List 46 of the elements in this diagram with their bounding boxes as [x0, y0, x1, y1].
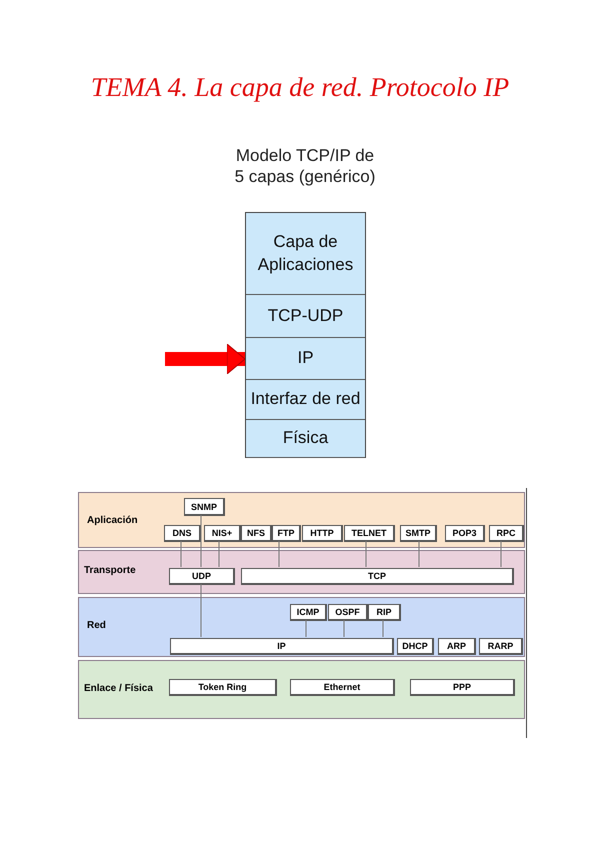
layer-band: [78, 597, 525, 657]
connector-line: [500, 540, 502, 568]
protocol-box: RPC: [489, 525, 524, 542]
protocol-box: RIP: [368, 604, 401, 621]
connector-line: [200, 584, 202, 638]
stack-layer: Capa de Aplicaciones: [246, 213, 365, 295]
protocol-box: HTTP: [302, 525, 343, 542]
protocol-box: ARP: [438, 638, 476, 655]
connector-line: [200, 514, 202, 568]
block-arrow: [165, 344, 246, 374]
stack-heading: Modelo TCP/IP de 5 capas (genérico): [234, 145, 376, 188]
protocol-box: PPP: [410, 679, 515, 696]
layer-band: [78, 550, 525, 594]
protocol-box: OSPF: [328, 604, 368, 621]
connector-line: [382, 620, 384, 638]
layer-band: [78, 492, 525, 548]
stack-layer: TCP-UDP: [246, 295, 365, 338]
stack-layer: IP: [246, 338, 365, 380]
layer-band: [78, 660, 525, 719]
protocol-box: TCP: [241, 568, 514, 585]
protocol-box: Token Ring: [169, 679, 277, 696]
layer-label: Red: [87, 620, 106, 631]
protocol-box: POP3: [445, 525, 485, 542]
protocol-box: SMTP: [400, 525, 437, 542]
connector-line: [180, 540, 182, 568]
protocol-box: DHCP: [397, 638, 434, 655]
protocol-box: UDP: [169, 568, 235, 585]
protocol-box: DNS: [164, 525, 201, 542]
protocol-box: TELNET: [344, 525, 395, 542]
protocol-box: Ethernet: [290, 679, 395, 696]
stack-layer: Interfaz de red: [246, 380, 365, 420]
protocol-box: NFS: [241, 525, 272, 542]
connector-line: [418, 540, 420, 568]
page-title: TEMA 4. La capa de red. Protocolo IP: [90, 72, 510, 103]
protocol-box: NIS+: [204, 525, 241, 542]
protocol-box: RARP: [479, 638, 523, 655]
protocol-box: SNMP: [184, 498, 225, 516]
protocol-box: IP: [170, 638, 394, 655]
stack-layer: Física: [246, 420, 365, 458]
connector-line: [218, 540, 220, 568]
protocol-box: ICMP: [290, 604, 327, 621]
layer-label: Transporte: [84, 565, 136, 576]
layer-label: Enlace / Física: [84, 683, 153, 694]
connector-line: [278, 540, 280, 568]
layer-label: Aplicación: [87, 515, 138, 526]
protocol-box: FTP: [272, 525, 301, 542]
